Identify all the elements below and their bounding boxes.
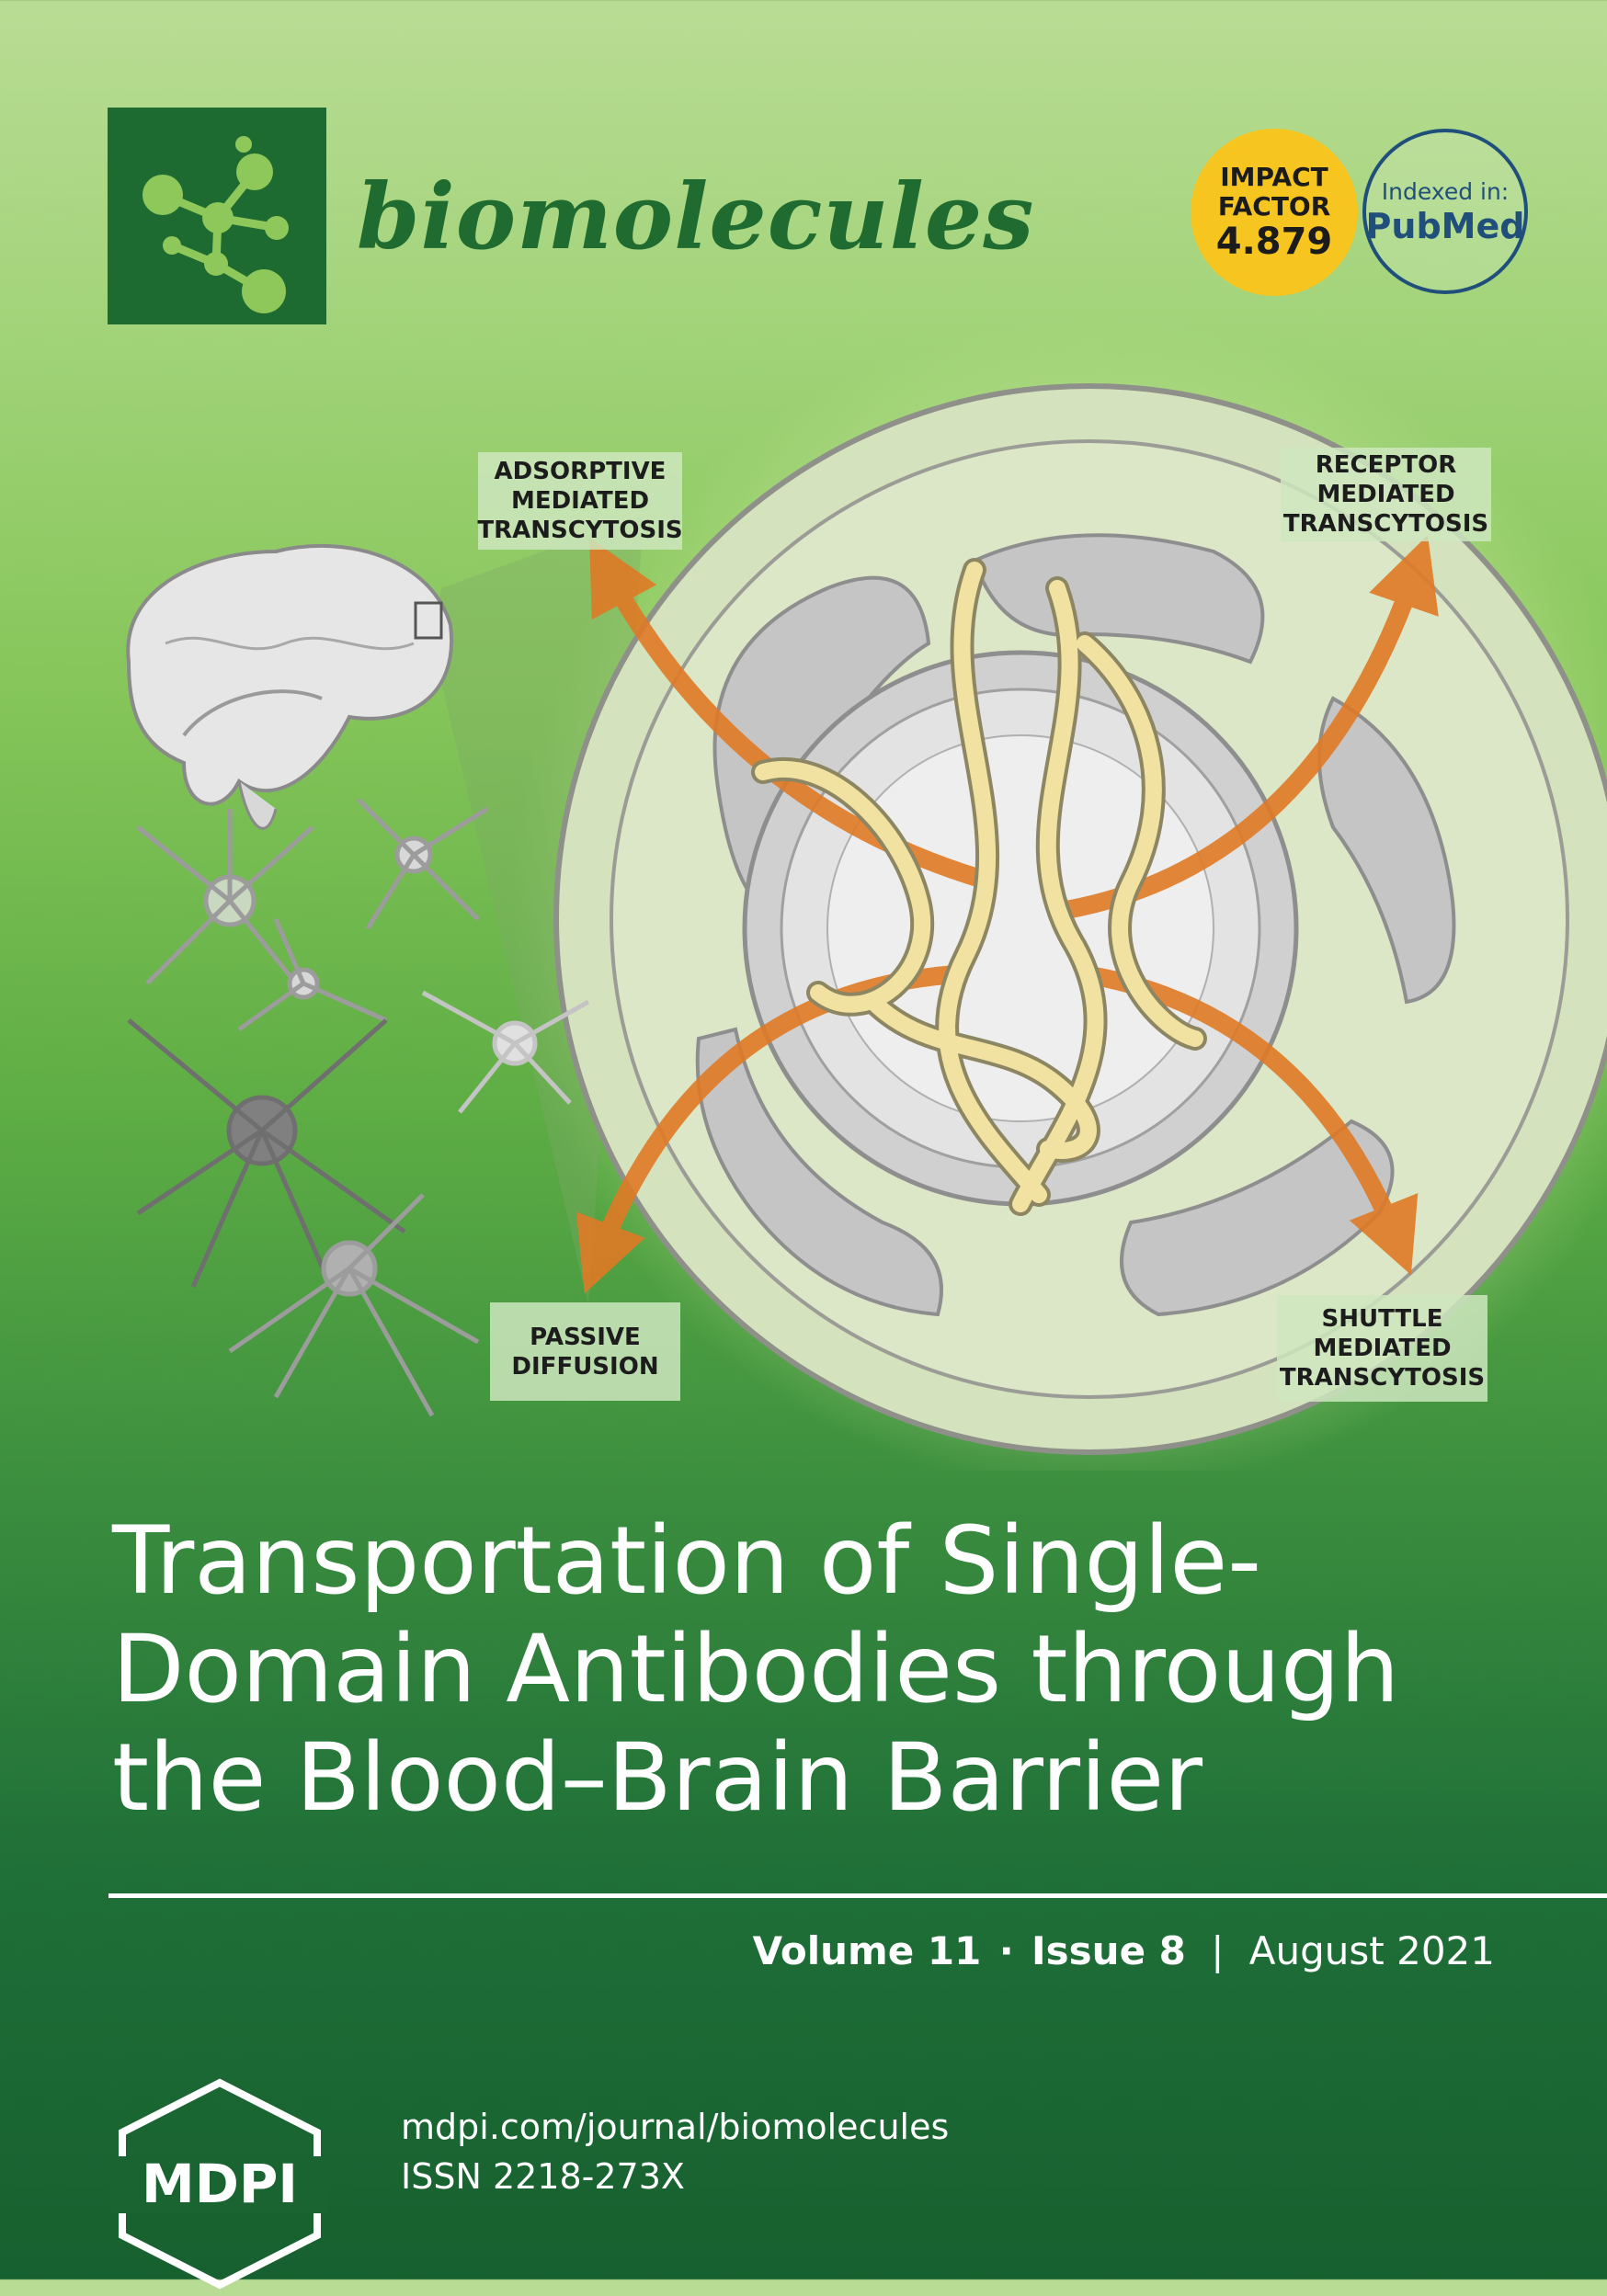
- label-receptor-mediated-transcytosis: RECEPTOR MEDIATED TRANSCYTOSIS: [1281, 448, 1491, 541]
- volume-text: Volume 11: [752, 1928, 982, 1973]
- article-title: Transportation of Single- Domain Antibod…: [112, 1506, 1400, 1833]
- label-shuttle-mediated-transcytosis: SHUTTLE MEDIATED TRANSCYTOSIS: [1277, 1295, 1487, 1402]
- journal-logo: [108, 108, 326, 324]
- molecule-icon: [142, 136, 289, 313]
- mdpi-hexagon-icon: MDPI: [111, 2078, 329, 2290]
- impact-factor-badge: IMPACT FACTOR 4.879: [1191, 129, 1358, 296]
- impact-factor-line2: FACTOR: [1217, 191, 1331, 222]
- mdpi-logo: MDPI: [108, 2075, 333, 2292]
- journal-url[interactable]: mdpi.com/journal/biomolecules: [401, 2107, 950, 2147]
- brain-illustration: [126, 543, 454, 830]
- issue-number-text: Issue 8: [1031, 1928, 1186, 1973]
- label-adsorptive-mediated-transcytosis: ADSORPTIVE MEDIATED TRANSCYTOSIS: [477, 452, 683, 550]
- mdpi-logo-text: MDPI: [142, 2153, 298, 2215]
- issn-text: ISSN 2218-273X: [401, 2156, 685, 2197]
- blood-vessel-cross-section: [553, 383, 1607, 1455]
- pipe-separator: |: [1211, 1928, 1225, 1973]
- dot-separator: ·: [998, 1928, 1014, 1973]
- impact-factor-line1: IMPACT: [1220, 162, 1328, 192]
- pubmed-badge: Indexed in: PubMed: [1362, 129, 1528, 294]
- antibody-ribbon: [751, 558, 1207, 1216]
- issue-date-text: August 2021: [1248, 1928, 1495, 1973]
- cover-illustration: [126, 317, 1607, 1471]
- issue-info: Volume 11 · Issue 8 | August 2021: [753, 1928, 1495, 1973]
- brain-zoom-box: [414, 601, 443, 640]
- impact-factor-value: 4.879: [1215, 221, 1333, 263]
- journal-name: biomolecules: [357, 165, 1035, 270]
- pubmed-text: PubMed: [1365, 206, 1525, 246]
- title-divider: [108, 1893, 1607, 1898]
- indexed-in-text: Indexed in:: [1381, 178, 1510, 205]
- label-passive-diffusion: PASSIVE DIFFUSION: [490, 1302, 680, 1401]
- neuron-illustrations: [127, 798, 590, 1417]
